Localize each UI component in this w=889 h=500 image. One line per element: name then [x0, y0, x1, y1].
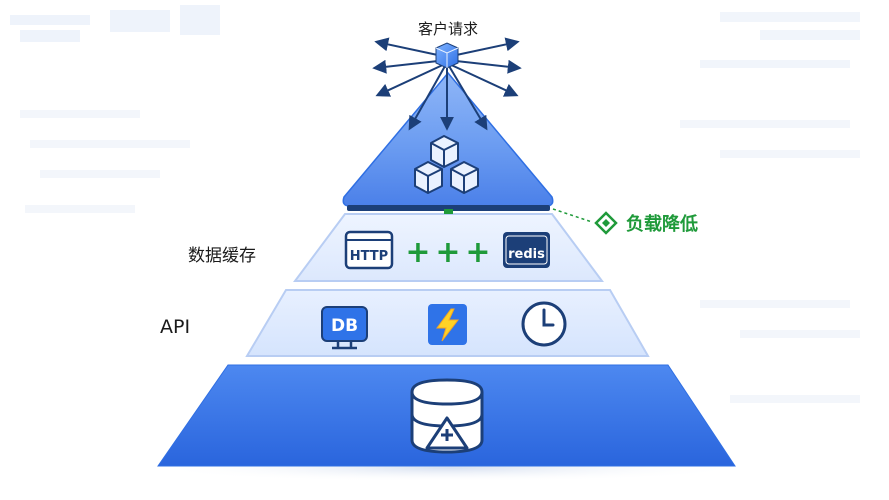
clock-icon	[521, 301, 567, 347]
http-box: HTTP	[344, 230, 394, 270]
database-monitor-icon: DB	[321, 306, 368, 350]
load-reduction-label: 负载降低	[594, 210, 698, 236]
stacked-cubes-icon	[414, 135, 479, 194]
data-cache-label: 数据缓存	[188, 246, 256, 266]
api-label: API	[160, 316, 191, 338]
lightning-bolt-icon	[428, 304, 467, 345]
junction-marker	[444, 209, 453, 214]
redis-box: redis	[503, 232, 550, 268]
request-arrows	[372, 37, 522, 131]
redis-text: redis	[508, 247, 545, 262]
diamond-icon	[594, 211, 618, 235]
http-text: HTTP	[350, 249, 388, 264]
database-cylinder-plus-icon	[410, 378, 484, 454]
plus-sign: +	[435, 235, 460, 270]
tier-top-edge	[347, 205, 550, 211]
client-request-label: 客户请求	[418, 20, 479, 38]
plus-sign: +	[465, 235, 490, 270]
load-reduction-text: 负载降低	[626, 214, 698, 235]
load-leader-line	[552, 208, 593, 223]
db-text: DB	[331, 316, 358, 336]
plus-sign: +	[405, 235, 430, 270]
cube-node-icon	[435, 42, 459, 69]
